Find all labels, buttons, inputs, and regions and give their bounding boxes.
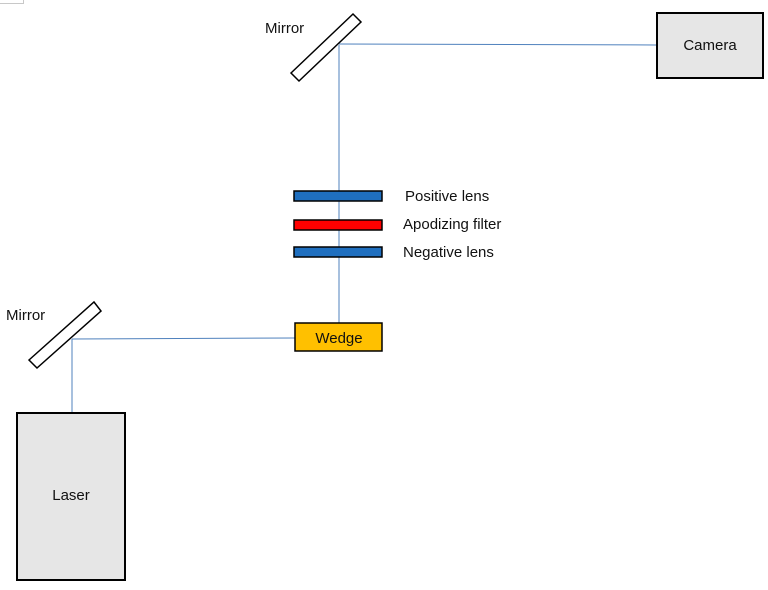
mirror-top-label: Mirror bbox=[265, 20, 304, 37]
mirror-top: Mirror bbox=[265, 12, 363, 83]
positive-lens: Positive lens bbox=[293, 188, 489, 205]
camera: Camera bbox=[656, 12, 764, 79]
laser-box bbox=[16, 412, 126, 581]
negative-lens-label: Negative lens bbox=[403, 244, 494, 261]
apodizing-filter-label: Apodizing filter bbox=[403, 216, 501, 233]
wedge-box bbox=[294, 322, 383, 352]
camera-box bbox=[656, 12, 764, 79]
beam-top-mirror-to-camera bbox=[338, 43, 657, 46]
beam-path bbox=[71, 43, 657, 413]
mirror-bottom: Mirror bbox=[6, 300, 103, 370]
corner-mark bbox=[0, 0, 24, 4]
mirror-bottom-label: Mirror bbox=[6, 307, 45, 324]
negative-lens: Negative lens bbox=[293, 244, 494, 261]
wedge-label: Wedge bbox=[315, 330, 362, 347]
mirror-top-shape bbox=[289, 12, 363, 83]
mirror-bottom-shape bbox=[27, 300, 103, 370]
positive-lens-label: Positive lens bbox=[405, 188, 489, 205]
negative-lens-shape bbox=[293, 246, 383, 258]
apodizing-filter: Apodizing filter bbox=[293, 216, 501, 233]
laser-label: Laser bbox=[52, 487, 90, 504]
apodizing-filter-shape bbox=[293, 219, 383, 231]
wedge: Wedge bbox=[294, 322, 383, 352]
camera-label: Camera bbox=[683, 37, 737, 54]
beam-mirror-to-wedge bbox=[71, 337, 296, 340]
laser: Laser bbox=[16, 412, 126, 581]
positive-lens-shape bbox=[293, 190, 383, 202]
